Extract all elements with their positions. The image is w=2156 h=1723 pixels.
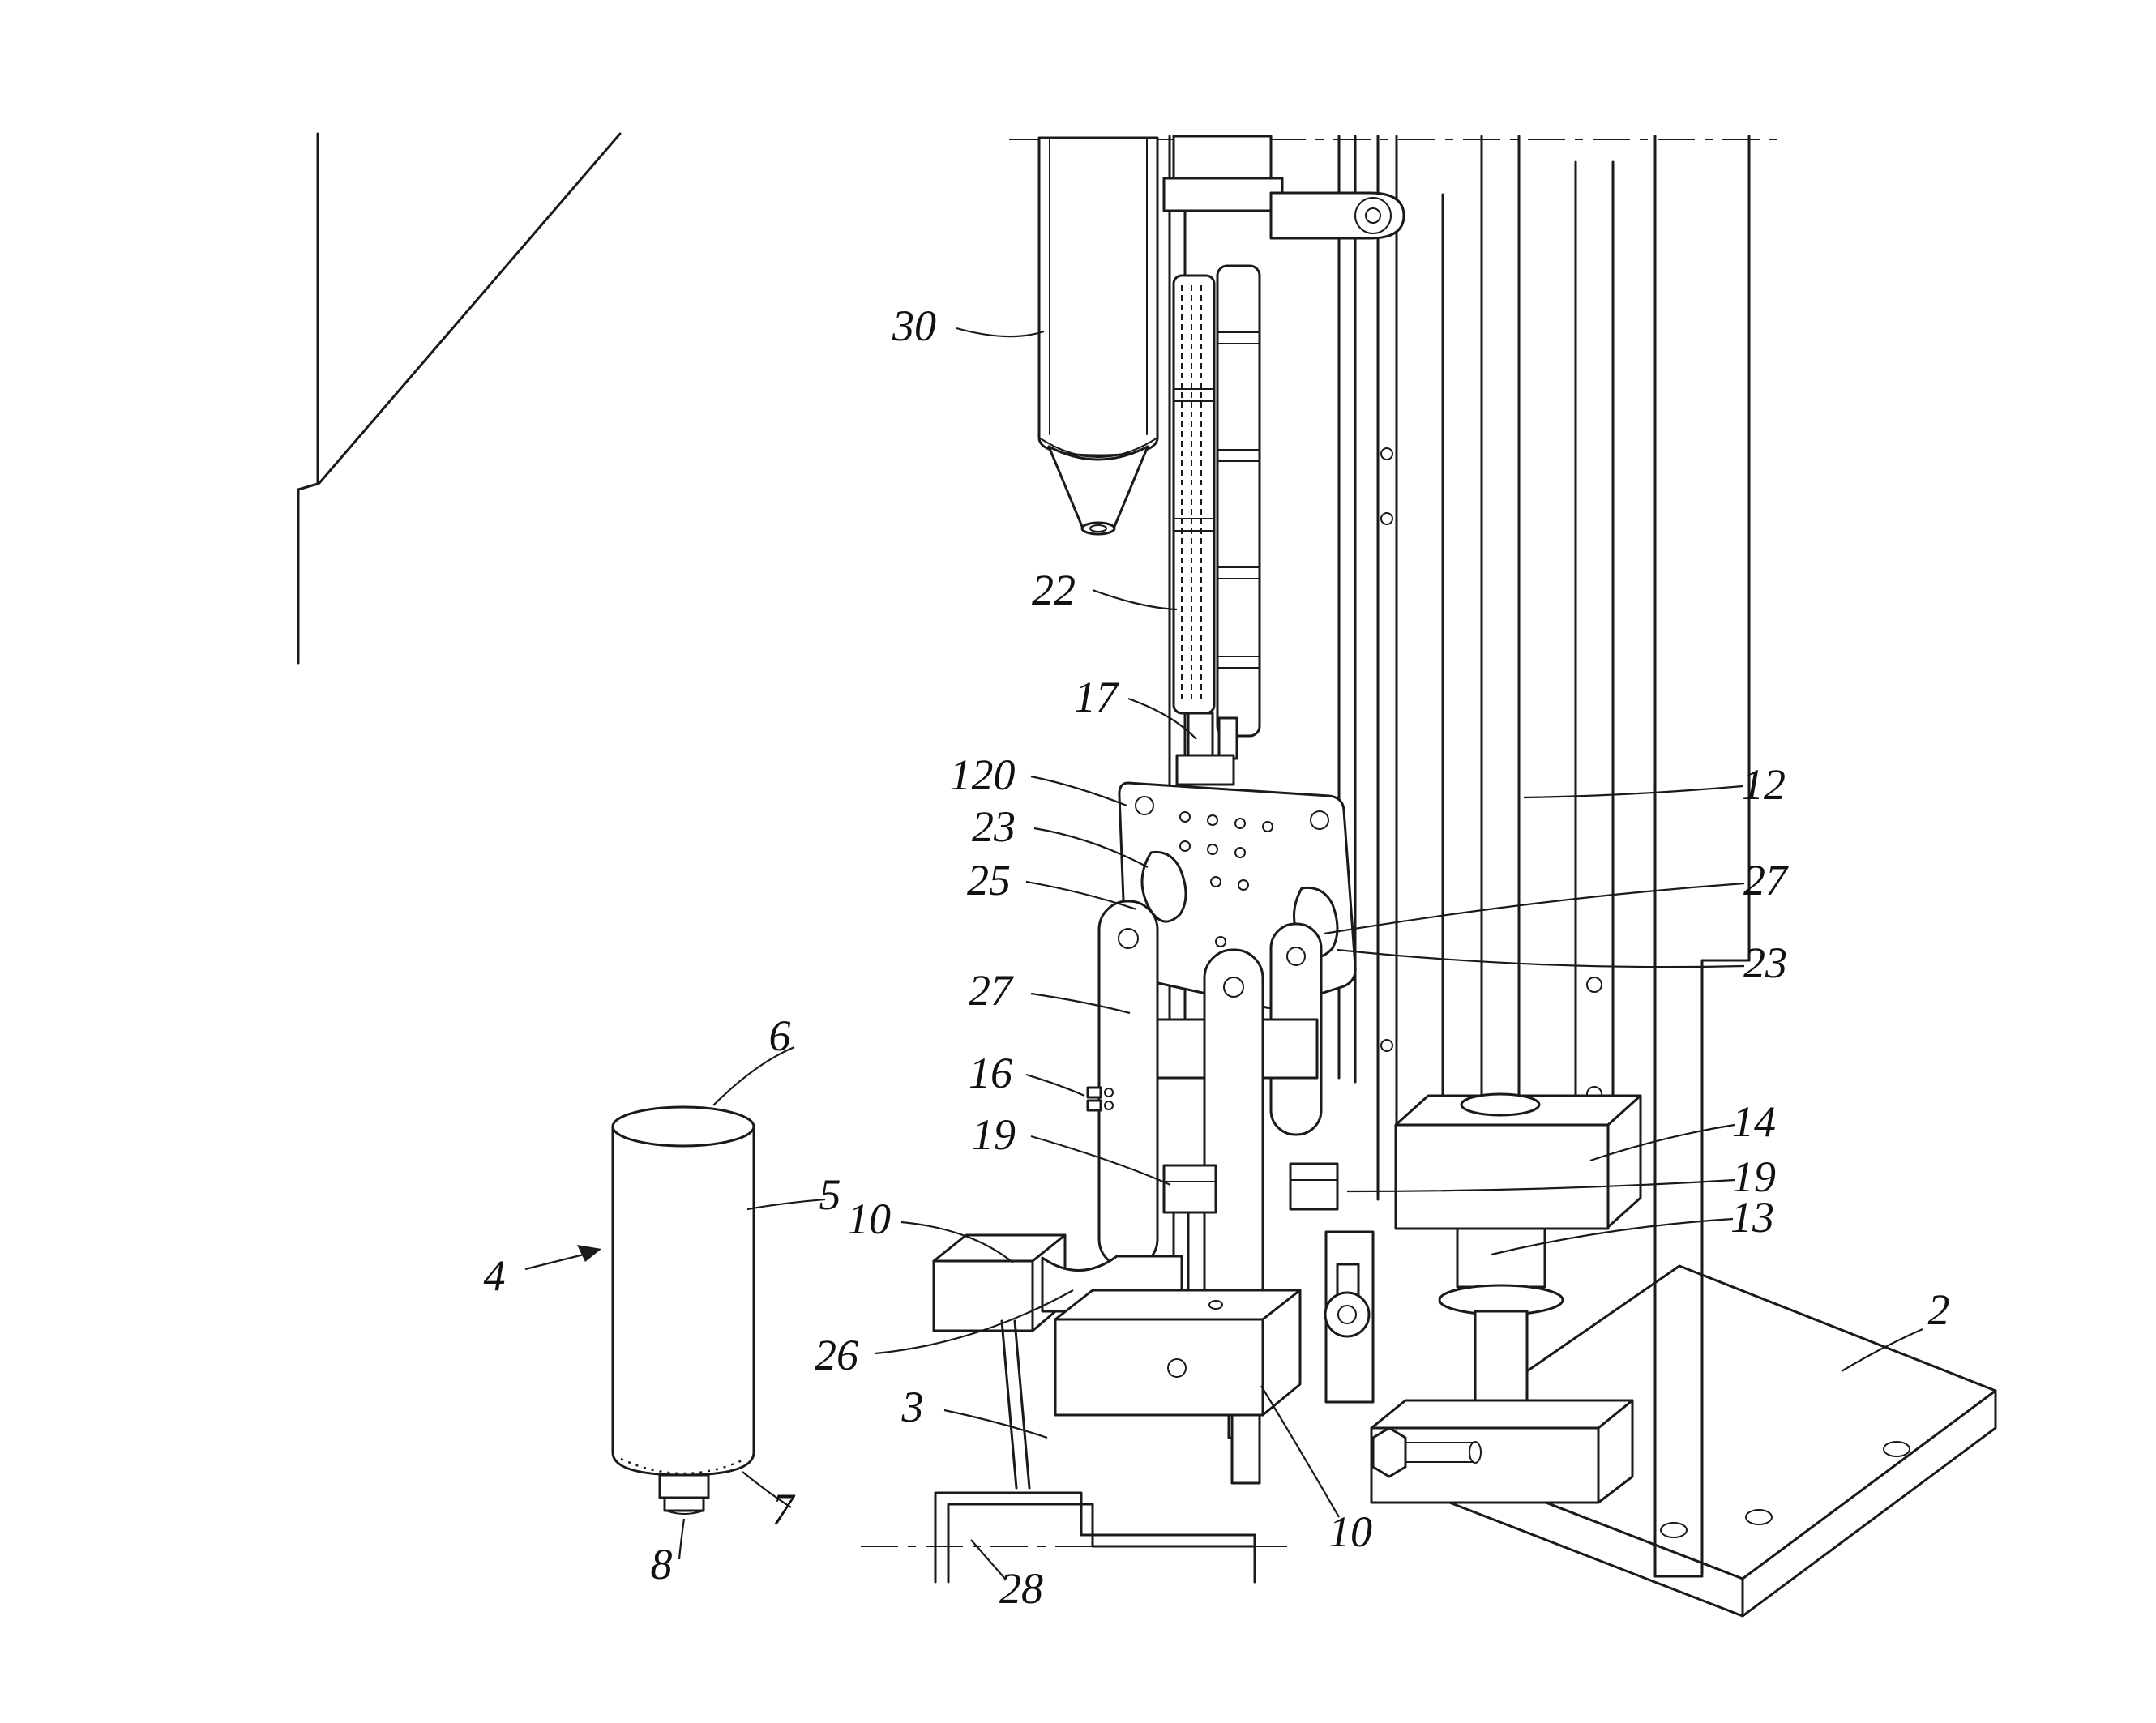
ref-label-14: 14 — [1732, 1097, 1776, 1146]
ref-label-27-left: 27 — [969, 966, 1014, 1015]
rail-bolt-holes — [1380, 447, 1602, 1102]
bearing-housing-14 — [1394, 1092, 1642, 1230]
leader-14 — [1589, 1123, 1735, 1162]
hex-bolt-icon — [1371, 1426, 1407, 1478]
bottle-cap-8 — [663, 1496, 705, 1512]
ref-label-3: 3 — [901, 1383, 924, 1431]
ref-label-5: 5 — [819, 1170, 841, 1219]
leader-19-left — [1030, 1135, 1171, 1186]
clevis-pin-assembly — [1324, 1230, 1375, 1404]
leader-25 — [1025, 880, 1137, 911]
ref-label-12: 12 — [1742, 760, 1786, 809]
ref-label-120: 120 — [950, 750, 1016, 799]
bottle-top-6 — [611, 1105, 755, 1148]
arrowhead-icon — [577, 1245, 601, 1262]
ref-label-19-right: 19 — [1732, 1152, 1776, 1201]
leader-17 — [1127, 697, 1197, 740]
bottle-4 — [611, 1105, 755, 1515]
bottle-neck — [658, 1473, 710, 1499]
leader-3 — [943, 1409, 1048, 1439]
leader-6 — [712, 1045, 795, 1106]
reference-labels: 30 22 17 120 23 25 27 16 19 10 26 3 28 8… — [484, 301, 1950, 1613]
ref-label-2: 2 — [1928, 1285, 1950, 1334]
leader-16 — [1025, 1073, 1085, 1097]
ref-label-13: 13 — [1730, 1193, 1774, 1242]
splined-shaft-22 — [1172, 264, 1261, 738]
guide-sheet-28 — [934, 1491, 1256, 1584]
clip-16 — [1086, 1086, 1114, 1112]
ref-label-25: 25 — [967, 856, 1011, 904]
leader-22 — [1092, 588, 1178, 611]
ref-label-28: 28 — [999, 1564, 1043, 1613]
ref-label-27-right: 27 — [1743, 856, 1789, 904]
frame-corner-lines — [297, 132, 622, 665]
ref-label-10-left: 10 — [847, 1195, 891, 1243]
leader-13 — [1491, 1217, 1734, 1256]
ref-label-7: 7 — [772, 1485, 796, 1533]
bottle-bottom-7 — [620, 1457, 746, 1475]
guide-rod-12 — [1480, 135, 1521, 1130]
ref-label-16: 16 — [969, 1049, 1012, 1097]
cam-slot-23-left — [1140, 850, 1187, 923]
ref-label-26: 26 — [815, 1331, 858, 1379]
leader-28 — [970, 1539, 1006, 1580]
leader-7 — [742, 1471, 792, 1508]
leader-5 — [746, 1198, 826, 1211]
ref-label-23-left: 23 — [972, 802, 1016, 851]
clamp-block-19-left — [1162, 1164, 1217, 1214]
leader-27-right — [1324, 882, 1745, 935]
leader-10-left — [900, 1221, 1014, 1263]
gripper-arms-27 — [1097, 900, 1323, 1439]
leader-lines — [678, 327, 1923, 1580]
ref-label-30: 30 — [892, 301, 936, 350]
ref-label-19-left: 19 — [972, 1110, 1016, 1159]
clamp-block-19-right — [1289, 1162, 1339, 1211]
ref-label-23-right: 23 — [1743, 938, 1787, 987]
leader-8 — [678, 1518, 686, 1560]
ref-label-22: 22 — [1032, 566, 1076, 614]
ref-label-6: 6 — [769, 1011, 791, 1060]
leader-12 — [1523, 785, 1743, 799]
column-base-block — [1370, 1399, 1634, 1504]
fixture-block-3 — [1000, 1289, 1302, 1490]
leader-23-right — [1337, 948, 1745, 968]
leader-27-left — [1030, 992, 1131, 1015]
ref-label-8: 8 — [651, 1540, 673, 1588]
leader-120 — [1030, 775, 1127, 807]
leader-23-left — [1033, 827, 1149, 868]
ref-label-17: 17 — [1074, 673, 1119, 721]
leader-19-right — [1346, 1178, 1735, 1193]
hopper-30 — [1037, 136, 1159, 536]
leader-10-bottom — [1260, 1385, 1340, 1518]
ref-label-10-bottom: 10 — [1328, 1507, 1372, 1556]
top-mounting-bracket — [1162, 135, 1405, 240]
leader-30 — [956, 327, 1045, 338]
ref-label-4: 4 — [484, 1251, 506, 1300]
leader-2 — [1841, 1328, 1923, 1372]
arrow-4 — [524, 1245, 601, 1271]
leader-26 — [875, 1289, 1074, 1355]
